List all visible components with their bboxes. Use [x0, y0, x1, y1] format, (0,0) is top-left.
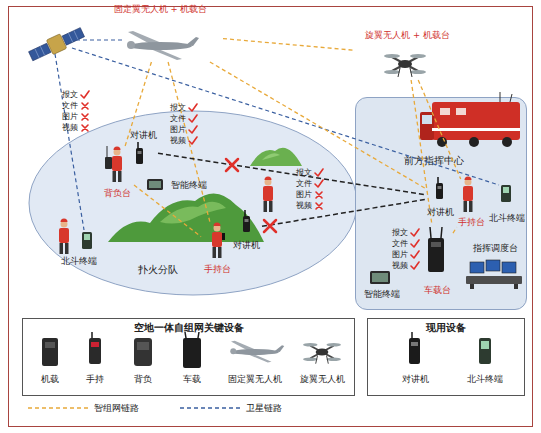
node-label: 智能终端	[171, 180, 207, 190]
data-type-label: 报文	[170, 103, 186, 113]
radio-node: 对讲机	[128, 130, 158, 172]
data-type-label: 报文	[296, 168, 312, 178]
equipment-box: 现用设备	[367, 318, 525, 396]
node-label: 手持台	[458, 217, 485, 227]
legend-text: 卫星链路	[246, 403, 282, 413]
node-label: 对讲机	[233, 240, 260, 250]
mesh-link	[223, 39, 355, 51]
radio-node: 对讲机	[426, 177, 454, 217]
data-type-label: 图片	[170, 125, 186, 135]
data-type-label: 视频	[296, 201, 312, 211]
backpack-node: 背负台	[100, 146, 134, 198]
fixed-wing-uav: 固定翼无人机 + 机载台	[98, 4, 223, 62]
data-type-label: 图片	[296, 190, 312, 200]
beidou-terminal: 北斗终端	[488, 183, 526, 223]
node-label: 扑火分队	[138, 264, 178, 276]
node-label: 北斗终端	[489, 213, 525, 223]
device-caption: 对讲机	[365, 374, 465, 384]
smart-terminal: 智能终端	[361, 269, 403, 299]
node-label: 智能终端	[364, 289, 400, 299]
handheld-node: 手持台	[201, 224, 233, 274]
data-type-label: 文件	[296, 179, 312, 189]
data-type-label: 图片	[392, 250, 408, 260]
device-caption: 背负	[93, 374, 193, 384]
vehicle-station: 车载台	[421, 225, 453, 295]
node-label: 车载台	[424, 285, 451, 295]
mesh-link	[453, 227, 457, 233]
device-caption: 旋翼无人机	[272, 374, 372, 384]
device-caption: 北斗终端	[435, 374, 535, 384]
device-caption: 车载	[142, 374, 242, 384]
data-type-label: 文件	[170, 114, 186, 124]
node-label: 对讲机	[427, 207, 454, 217]
radio-node: 对讲机	[230, 208, 262, 250]
device-caption: 手持	[45, 374, 145, 384]
radio-link	[262, 199, 426, 226]
mesh-link	[125, 62, 151, 146]
mesh-link	[168, 62, 210, 224]
data-type-label: 文件	[62, 101, 78, 111]
rotor-uav: 旋翼无人机 + 机载台	[355, 30, 460, 80]
node-label: 指挥调度台	[473, 243, 518, 253]
device-caption: 机载	[0, 374, 100, 384]
node-label: 背负台	[104, 188, 131, 198]
data-type-label: 视频	[62, 123, 78, 133]
node-label: 对讲机	[130, 130, 157, 140]
node-label: 北斗终端	[61, 256, 97, 266]
node-label: 空地一体自组网关键设备	[134, 322, 244, 334]
data-type-label: 文件	[392, 239, 408, 249]
data-type-label: 视频	[170, 136, 186, 146]
node-label: 旋翼无人机 + 机载台	[365, 30, 450, 40]
mesh-link	[134, 185, 201, 237]
data-type-label: 报文	[392, 228, 408, 238]
legend-text: 智组网链路	[94, 403, 139, 413]
mesh-link	[418, 80, 460, 179]
mesh-link	[210, 62, 426, 189]
node-label: 手持台	[204, 264, 231, 274]
node-label: 固定翼无人机 + 机载台	[114, 4, 208, 14]
mesh-link	[411, 80, 432, 225]
handheld-node: 手持台	[456, 179, 486, 227]
beidou-terminal: 北斗终端	[56, 226, 102, 266]
smart-terminal: 智能终端	[145, 176, 207, 194]
node-label: 现用设备	[426, 322, 466, 334]
radio-link	[158, 153, 426, 195]
data-type-label: 报文	[62, 90, 78, 100]
data-type-label: 视频	[392, 261, 408, 271]
device-caption: 固定翼无人机	[205, 374, 305, 384]
dispatch-console: 指挥调度台	[464, 243, 526, 293]
data-type-label: 图片	[62, 112, 78, 122]
